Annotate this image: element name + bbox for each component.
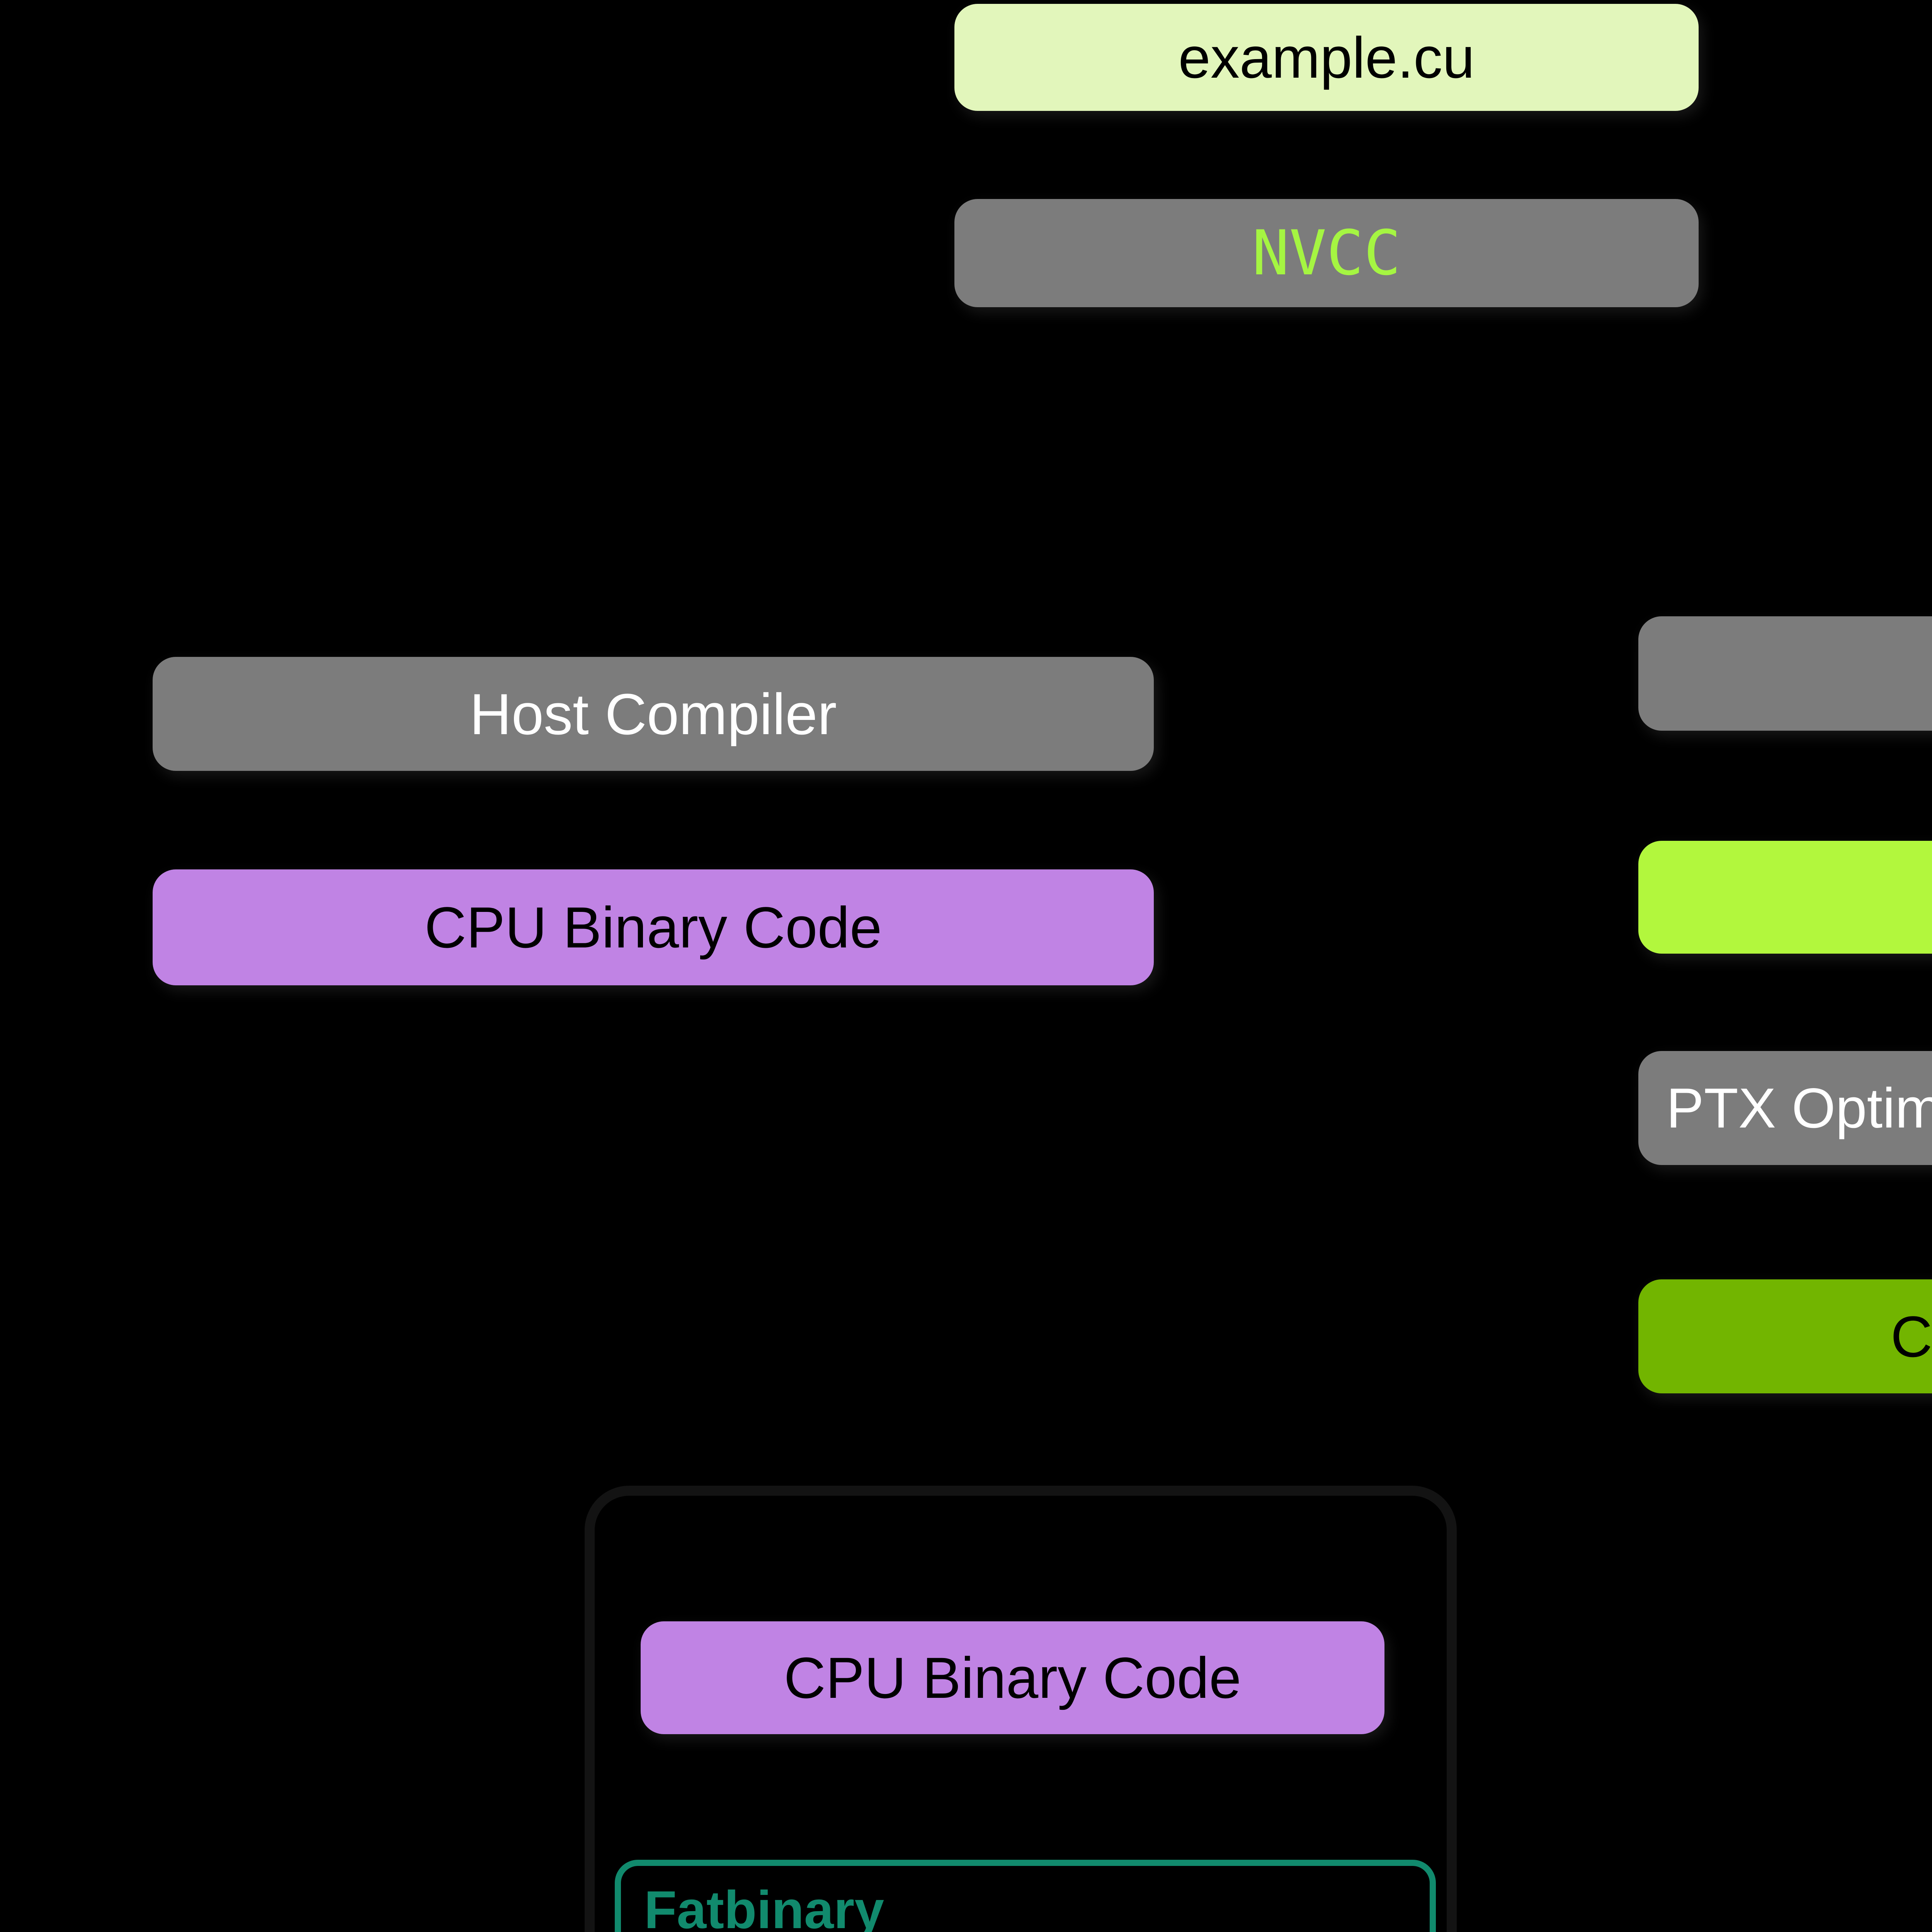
gpu-compiler-node: GPU Compiler [1638,616,1932,731]
host-compiler-node: Host Compiler [153,657,1154,771]
fatbinary-container: Fatbinary [615,1860,1436,1932]
cpu-binary-code-left-node: CPU Binary Code [153,869,1154,985]
cpu-binary-code-bottom-node: CPU Binary Code [641,1621,1384,1734]
ptx-file-node: PTX (.ptx) [1638,841,1932,954]
cpu-binary-code-bottom-label: CPU Binary Code [784,1645,1242,1710]
cubin-file-label: CUBIN [1890,1304,1932,1369]
nvcc-label: NVCC [1252,217,1401,289]
ptx-optimizing-assembler-label: PTX Optimizing Assembler [1666,1076,1932,1139]
executable-group-outline [585,1486,1457,1932]
fatbinary-label: Fatbinary [644,1880,884,1932]
host-compiler-label: Host Compiler [469,681,837,747]
cubin-file-node: CUBIN (.cubin) [1638,1279,1932,1393]
example-cu-node: example.cu [954,4,1699,111]
example-cu-label: example.cu [1178,25,1475,90]
ptx-optimizing-assembler-node: PTX Optimizing Assembler (ptxas) [1638,1051,1932,1165]
nvcc-node: NVCC [954,199,1699,307]
cpu-binary-code-left-label: CPU Binary Code [424,895,882,960]
